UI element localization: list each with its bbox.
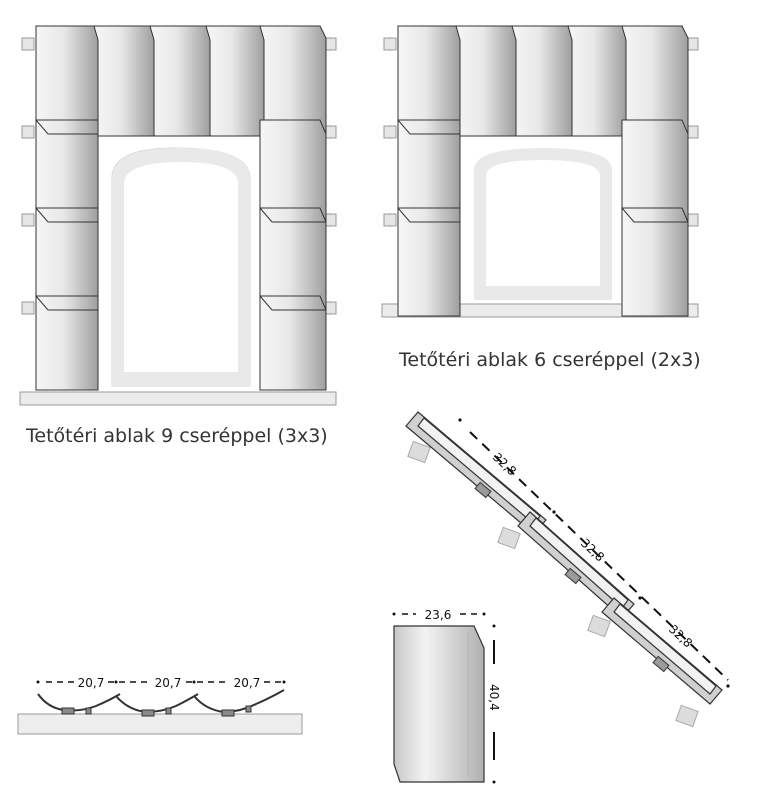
- batten-dimension-1: 32,8: [490, 450, 519, 478]
- tile-width-dimension: 23,6: [425, 608, 452, 622]
- caption-window-6: Tetőtéri ablak 6 cseréppel (2x3): [399, 349, 701, 371]
- profile-dimension-2: 20,7: [155, 676, 182, 690]
- caption-window-9: Tetőtéri ablak 9 cseréppel (3x3): [26, 425, 328, 447]
- profile-dimension-1: 20,7: [78, 676, 105, 690]
- window-6-assembly: [381, 25, 699, 318]
- window-9-assembly: [19, 25, 337, 406]
- single-tile-diagram: 23,6 40,4: [392, 608, 501, 784]
- roof-section-diagram: 32,8 32,8 32,8: [405, 411, 730, 728]
- tile-length-dimension: 40,4: [487, 684, 501, 711]
- tile-profile-diagram: 20,7 20,7 20,7: [17, 676, 303, 735]
- profile-dimension-3: 20,7: [234, 676, 261, 690]
